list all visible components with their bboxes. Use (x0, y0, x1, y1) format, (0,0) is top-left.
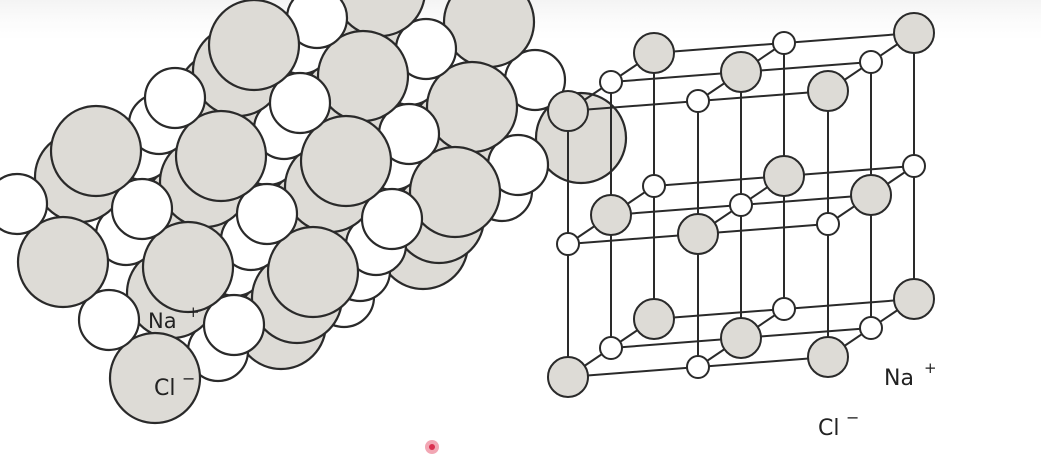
sodium-ion-node (772, 297, 796, 321)
sodium-ion-node (816, 212, 840, 236)
chloride-ion-sphere (141, 220, 235, 314)
sodium-ion-node (859, 50, 883, 74)
cursor-indicator (425, 440, 439, 454)
chloride-ion-node (720, 317, 762, 359)
lattice-cl-label: Cl (818, 416, 839, 441)
sodium-ion-sphere (202, 293, 266, 357)
chloride-ion-sphere (174, 109, 268, 203)
chloride-ion-sphere (16, 215, 110, 309)
chloride-ion-sphere (266, 225, 360, 319)
chloride-ion-sphere (207, 0, 301, 92)
sodium-ion-node (686, 355, 710, 379)
chloride-ion-node (893, 12, 935, 54)
sodium-ion-node (859, 316, 883, 340)
lattice-na-label: Na (884, 366, 914, 391)
chloride-ion-node (590, 194, 632, 236)
sodium-ion-node (729, 193, 753, 217)
sodium-ion-node (686, 89, 710, 113)
sodium-ion-sphere (268, 71, 332, 135)
ball-and-stick-lattice-model (547, 12, 935, 398)
sodium-ion-sphere (110, 177, 174, 241)
space-filling-cl-charge: − (182, 369, 195, 388)
sodium-ion-sphere (235, 182, 299, 246)
chloride-ion-node (633, 32, 675, 74)
sodium-ion-node (772, 31, 796, 55)
chloride-ion-node (720, 51, 762, 93)
sodium-ion-node (642, 174, 666, 198)
sodium-ion-node (902, 154, 926, 178)
lattice-cl-charge: − (846, 408, 859, 427)
chloride-ion-node (807, 336, 849, 378)
chloride-ion-sphere (299, 114, 393, 208)
chloride-ion-sphere (108, 331, 202, 425)
chloride-ion-node (893, 278, 935, 320)
space-filling-na-label: Na (148, 309, 177, 333)
chloride-ion-node (677, 213, 719, 255)
sodium-ion-sphere (360, 187, 424, 251)
chloride-ion-node (763, 155, 805, 197)
sodium-ion-sphere (0, 172, 49, 236)
space-filling-model (0, 0, 628, 425)
lattice-na-charge: + (924, 359, 937, 377)
chloride-ion-node (807, 70, 849, 112)
space-filling-na-charge: + (187, 303, 200, 321)
chloride-ion-node (547, 90, 589, 132)
sodium-ion-sphere (77, 288, 141, 352)
chloride-ion-node (633, 298, 675, 340)
chloride-ion-sphere (49, 104, 143, 198)
chloride-ion-node (547, 356, 589, 398)
chloride-ion-node (850, 174, 892, 216)
space-filling-cl-label: Cl (154, 376, 175, 401)
chloride-ion-sphere (408, 145, 502, 239)
sodium-ion-node (599, 336, 623, 360)
sodium-ion-node (599, 70, 623, 94)
sodium-ion-node (556, 232, 580, 256)
sodium-ion-sphere (143, 66, 207, 130)
